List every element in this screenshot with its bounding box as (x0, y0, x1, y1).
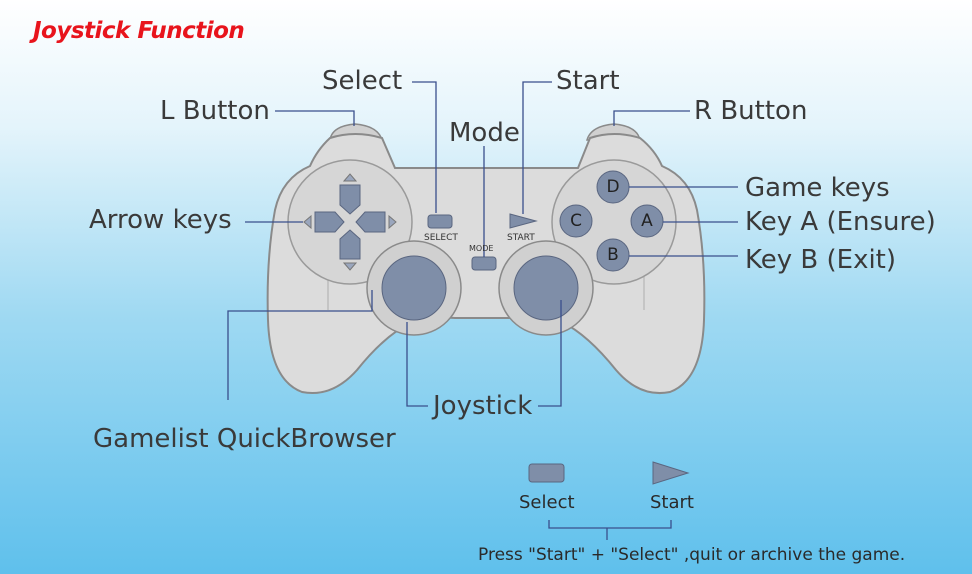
dpad-up (339, 184, 361, 215)
legend-start-icon (652, 461, 690, 485)
leader-gamelist (227, 290, 373, 400)
right-stick (513, 255, 579, 321)
button-a (630, 204, 664, 238)
controller-mode-text: MODE (469, 244, 494, 253)
dpad-right (355, 211, 386, 233)
label-key-a: Key A (Ensure) (745, 207, 936, 237)
mode-key (471, 256, 497, 271)
dpad-down (339, 229, 361, 260)
controller-select-text: SELECT (424, 233, 458, 243)
legend-select-icon (528, 463, 565, 483)
label-arrow-keys: Arrow keys (89, 205, 232, 235)
leader-l-button (275, 110, 355, 126)
label-joystick: Joystick (433, 391, 533, 421)
leader-start (522, 81, 552, 214)
dpad (314, 184, 386, 260)
leader-r-button (613, 110, 690, 126)
button-d-letter: D (606, 177, 620, 197)
left-stick (381, 255, 447, 321)
leader-select (412, 81, 437, 213)
leader-joystick (406, 300, 562, 407)
button-b (596, 238, 630, 272)
button-c-letter: C (570, 211, 582, 231)
controller-start-text: START (507, 233, 535, 243)
button-b-letter: B (607, 245, 619, 265)
start-key (509, 213, 538, 229)
label-mode: Mode (449, 118, 520, 148)
label-r-button: R Button (694, 96, 808, 126)
select-key (427, 214, 453, 229)
label-start: Start (556, 66, 620, 96)
legend-bracket (548, 520, 672, 540)
legend-select-label: Select (519, 492, 575, 513)
diagram-title: Joystick Function (33, 18, 245, 44)
button-c (559, 204, 593, 238)
legend-start-label: Start (650, 492, 694, 513)
label-game-keys: Game keys (745, 173, 890, 203)
legend-note: Press "Start" + "Select" ,quit or archiv… (478, 545, 906, 565)
label-gamelist: Gamelist QuickBrowser (93, 424, 396, 454)
label-select: Select (322, 66, 403, 96)
label-l-button: L Button (160, 96, 270, 126)
dpad-left (314, 211, 345, 233)
button-a-letter: A (641, 211, 653, 231)
label-key-b: Key B (Exit) (745, 245, 897, 275)
